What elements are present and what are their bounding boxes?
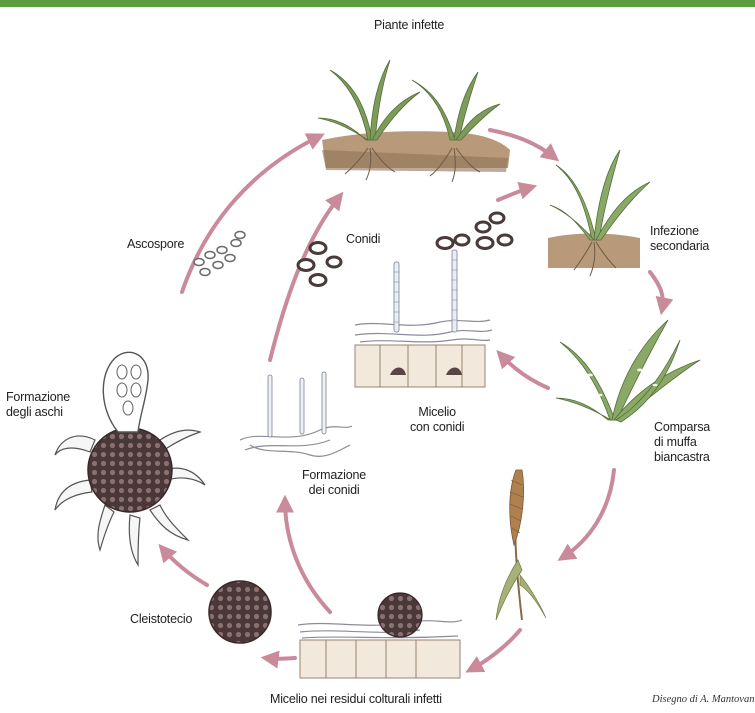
arrow-to-asci: [162, 548, 207, 585]
mouldy-plant: [556, 320, 700, 422]
arrow-mould-to-micelio: [500, 354, 548, 388]
mycelium-with-conidia: [355, 250, 492, 387]
arrow-to-residue: [470, 630, 520, 670]
arrow-conidi-to-plant: [498, 187, 532, 200]
label-infezione-secondaria: Infezione secondaria: [650, 224, 709, 254]
ascospores: [194, 232, 245, 276]
label-comparsa-muffa: Comparsa di muffa biancastra: [654, 420, 710, 465]
conidia-formation: [240, 372, 352, 456]
label-formazione-conidi: Formazione dei conidi: [302, 468, 366, 498]
arrow-to-cleistothecium: [266, 658, 295, 659]
label-cleistotecio: Cleistotecio: [130, 612, 192, 627]
arrow-residue-to-conidia-formation: [285, 500, 330, 612]
infected-spike: [496, 470, 546, 620]
label-ascospore: Ascospore: [127, 237, 184, 252]
secondary-infection-plant: [548, 150, 650, 276]
label-formazione-aschi: Formazione degli aschi: [6, 390, 70, 420]
ascus-formation: [55, 352, 205, 565]
illustration-credit: Disegno di A. Mantovani: [652, 694, 755, 705]
arrow-to-spike: [562, 470, 614, 558]
cleistothecium: [209, 581, 271, 643]
label-conidi: Conidi: [346, 232, 380, 247]
arrow-conidia-formation-up: [270, 196, 340, 360]
label-micelio-con-conidi: Micelio con conidi: [410, 405, 464, 435]
infected-plants-illustration: [318, 60, 510, 182]
conidia-spores: [298, 213, 512, 286]
label-piante-infette: Piante infette: [374, 18, 444, 33]
arrow-to-mould: [650, 272, 663, 310]
label-micelio-residui: Micelio nei residui colturali infetti: [270, 692, 442, 707]
